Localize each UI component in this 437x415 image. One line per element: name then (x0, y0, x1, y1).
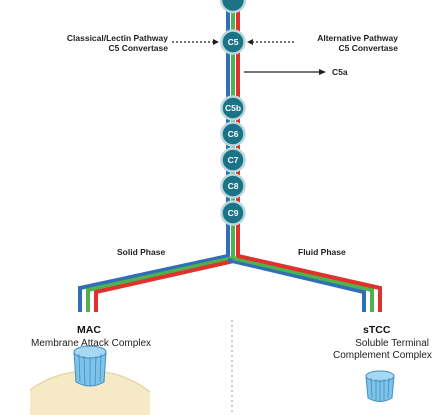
node-label-c5: C5 (228, 37, 239, 47)
stcc-title: sTCC (363, 324, 391, 336)
node-c8: C8 (220, 173, 246, 199)
node-c7: C7 (220, 147, 246, 173)
fluid-phase-branch (227, 254, 382, 312)
mac-title: MAC (77, 324, 101, 336)
solid-phase-label: Solid Phase (117, 247, 166, 257)
alternative-line1: Alternative Pathway (317, 33, 398, 43)
node-c5b: C5b (220, 95, 246, 121)
convertase-arrows (172, 39, 294, 45)
node-c6: C6 (220, 121, 246, 147)
classical-lectin-line2: C5 Convertase (108, 43, 168, 53)
stcc-subtitle-line2: Complement Complex (333, 350, 432, 361)
stcc-subtitle-line1: Soluble Terminal (355, 338, 429, 349)
partial-node-top (219, 0, 247, 14)
node-c9: C9 (220, 200, 246, 226)
node-label-c9: C9 (228, 208, 239, 218)
classical-lectin-line1: Classical/Lectin Pathway (66, 33, 168, 43)
stcc-complex-icon (365, 370, 395, 402)
node-label-c8: C8 (228, 181, 239, 191)
node-label-c5b: C5b (225, 103, 241, 113)
c5a-arrow (244, 69, 326, 75)
stcc-subtitle: Soluble Terminal Complement Complex (333, 338, 432, 362)
solid-phase-branch (78, 254, 239, 312)
alternative-convertase-label: Alternative Pathway C5 Convertase (288, 33, 398, 53)
fluid-phase-label: Fluid Phase (298, 247, 346, 257)
node-c5: C5 (220, 29, 246, 55)
c5a-label: C5a (332, 67, 348, 77)
node-label-c6: C6 (228, 129, 239, 139)
classical-lectin-convertase-label: Classical/Lectin Pathway C5 Convertase (40, 33, 168, 53)
mac-complex-icon (73, 345, 107, 387)
alternative-line2: C5 Convertase (338, 43, 398, 53)
node-label-c7: C7 (228, 155, 239, 165)
mac-subtitle: Membrane Attack Complex (31, 338, 152, 349)
